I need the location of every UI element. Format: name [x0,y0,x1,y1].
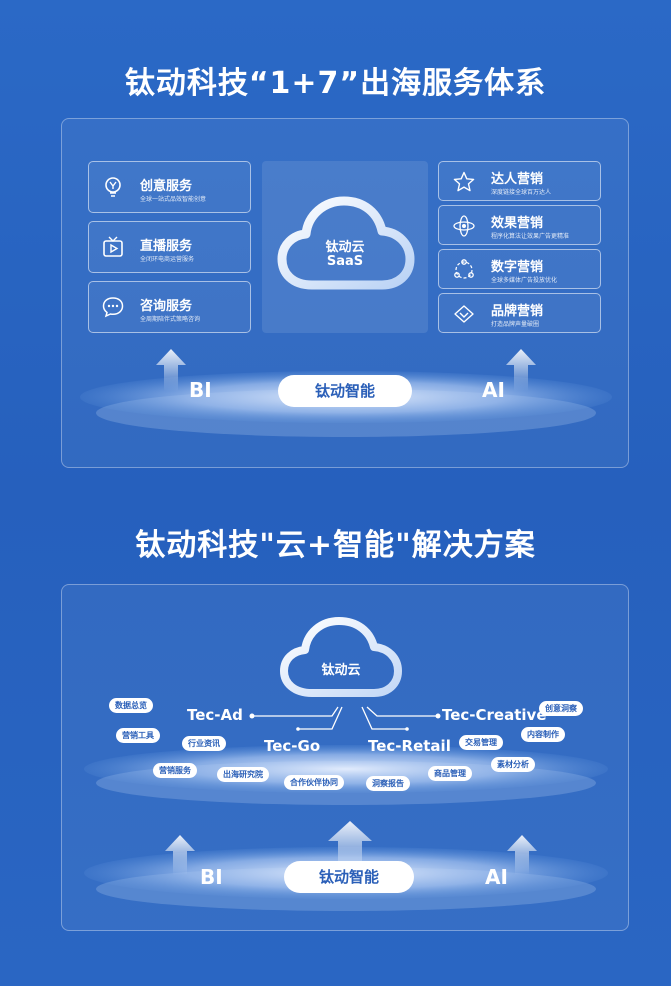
marketing-card-brand[interactable]: 品牌营销 打造品牌声量破圈 [438,293,601,333]
marketing-desc: 程序化算法让效果广告更精准 [491,233,570,240]
tag-item[interactable]: 合作伙伴协同 [284,775,344,790]
tag-item[interactable]: 行业资讯 [182,736,226,751]
solution-panel: 钛动云 Tec-Ad Tec-Go Tec-Retail Tec-Creativ… [61,584,629,931]
cloud-subtitle: SaaS [326,254,364,269]
service-name: 直播服务 [140,239,193,254]
section2-title: 钛动科技"云+智能"解决方案 [135,528,536,563]
module-tec-go[interactable]: Tec-Go [264,737,321,755]
module-tec-retail[interactable]: Tec-Retail [368,737,451,755]
marketing-name: 效果营销 [491,216,544,231]
tv-icon [103,236,123,257]
chat-icon [102,297,124,318]
tag-item[interactable]: 交易管理 [459,735,503,750]
module-tec-ad[interactable]: Tec-Ad [187,706,243,724]
service-desc: 全闭环电商运营服务 [140,256,195,263]
lightbulb-icon [105,177,121,197]
cloud-title: 钛动云 [321,663,361,678]
marketing-desc: 全球多媒体广告投放优化 [491,277,558,284]
service-name: 咨询服务 [140,299,193,314]
bi-label: BI [189,378,212,402]
cloud-title: 钛动云 [325,240,365,255]
ai-label: AI [485,865,508,889]
service-name: 创意服务 [140,179,193,194]
platform-layers [84,617,608,911]
diamond-icon [454,305,474,323]
marketing-name: 品牌营销 [491,304,544,319]
marketing-card-performance[interactable]: 效果营销 程序化算法让效果广告更精准 [438,205,601,245]
tag-item[interactable]: 营销服务 [153,763,197,778]
tag-item[interactable]: 营销工具 [116,728,160,743]
module-tec-creative[interactable]: Tec-Creative [442,706,547,724]
network-icon [454,259,474,279]
service-card-live[interactable]: 直播服务 全闭环电商运营服务 [88,221,251,273]
core-intelligence-pill[interactable]: 钛动智能 [278,375,412,407]
star-icon [453,171,475,192]
tag-item[interactable]: 内容制作 [521,727,565,742]
cloud-icon [277,196,415,290]
marketing-name: 达人营销 [491,172,544,187]
marketing-name: 数字营销 [491,260,544,275]
section1-title: 钛动科技“1+7”出海服务体系 [124,66,547,101]
service-card-consulting[interactable]: 咨询服务 全周期陪伴式策略咨询 [88,281,251,333]
service-card-creative[interactable]: 创意服务 全球一站式品效智能创意 [88,161,251,213]
service-system-panel: 创意服务 全球一站式品效智能创意 直播服务 全闭环电商运营服务 咨询服务 全周期… [61,118,629,468]
tag-item[interactable]: 出海研究院 [217,767,269,782]
tag-item[interactable]: 创意洞察 [539,701,583,716]
tag-item[interactable]: 商品管理 [428,766,472,781]
service-desc: 全球一站式品效智能创意 [140,196,207,203]
marketing-card-digital[interactable]: 数字营销 全球多媒体广告投放优化 [438,249,601,289]
tag-item[interactable]: 洞察报告 [366,776,410,791]
service-desc: 全周期陪伴式策略咨询 [140,316,201,323]
marketing-desc: 打造品牌声量破圈 [491,321,540,328]
bi-label: BI [200,865,223,889]
atom-icon [453,215,475,237]
tag-item[interactable]: 数据总览 [109,698,153,713]
saas-cloud-box[interactable]: 钛动云 SaaS [262,161,428,333]
marketing-card-influencer[interactable]: 达人营销 深度链接全球百万达人 [438,161,601,201]
core-intelligence-pill[interactable]: 钛动智能 [284,861,414,893]
ai-label: AI [482,378,505,402]
marketing-desc: 深度链接全球百万达人 [491,189,552,196]
tag-item[interactable]: 素材分析 [491,757,535,772]
